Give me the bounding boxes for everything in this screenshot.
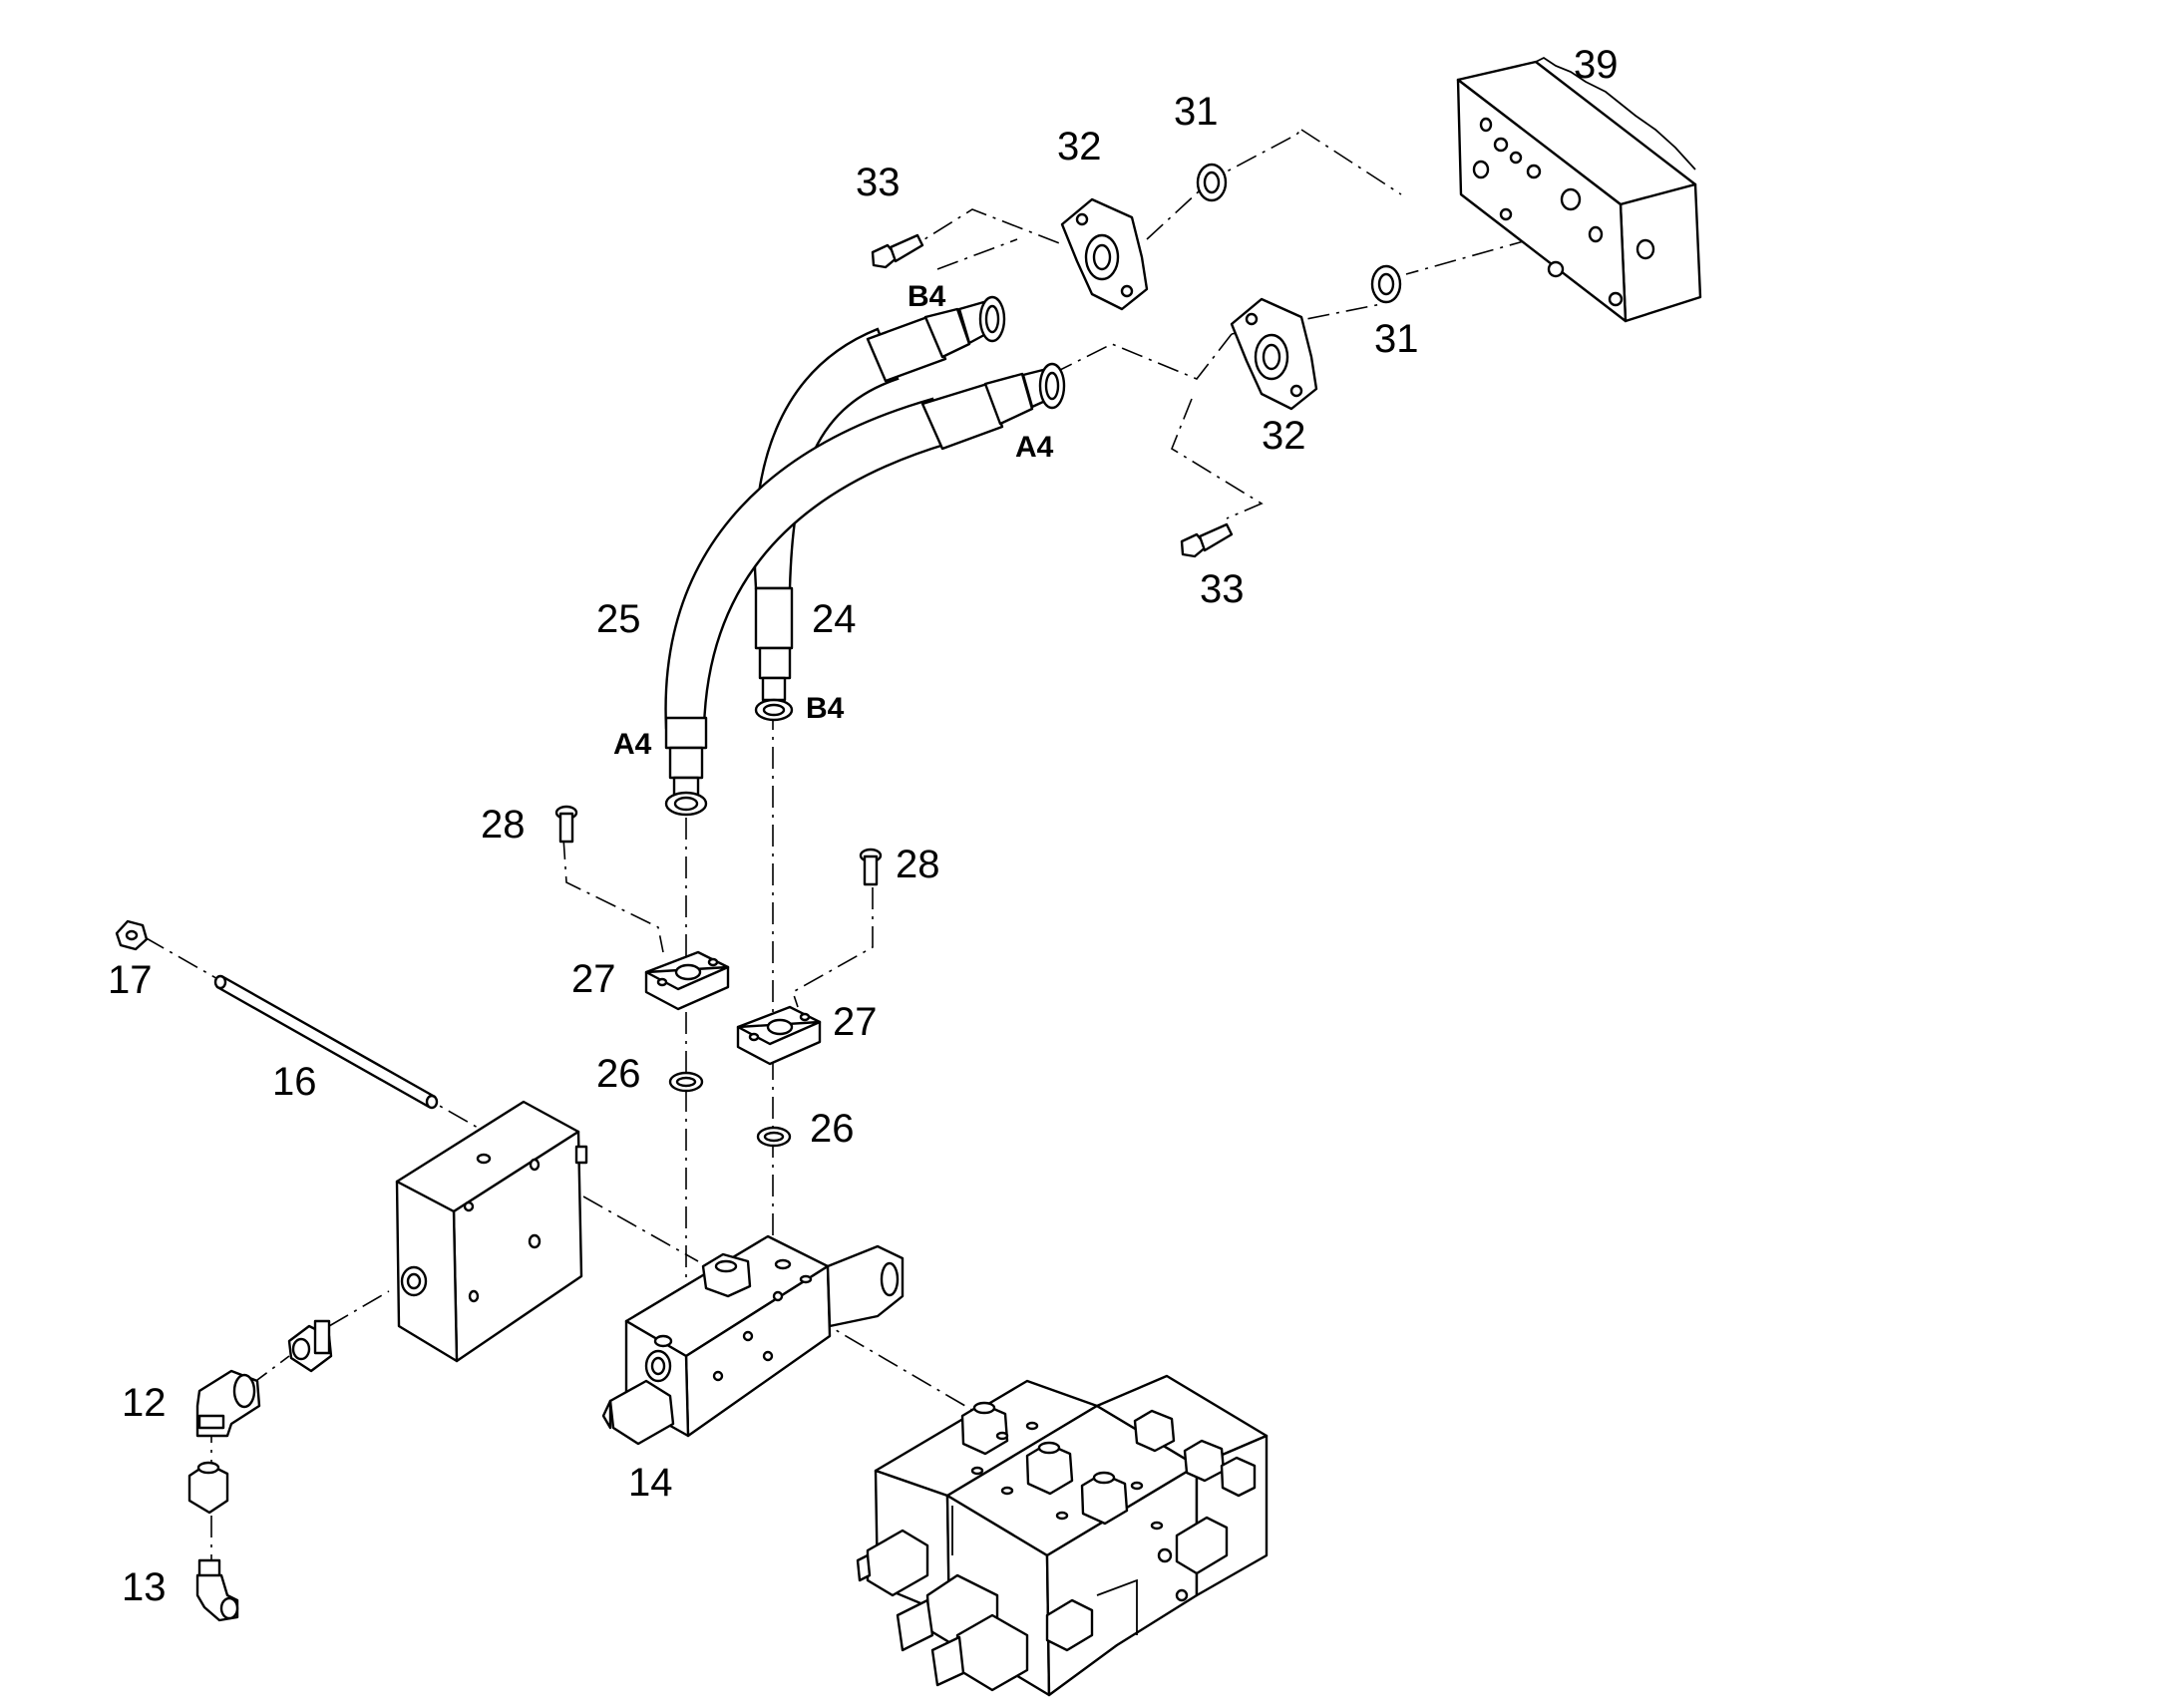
port-labels: B4 A4 A4 B4 (613, 280, 1054, 761)
connector-fitting (287, 1319, 333, 1373)
callout-14: 14 (628, 1461, 673, 1505)
flange-half-27-right (736, 1005, 822, 1066)
valve-block-left (395, 1100, 588, 1363)
port-label-b4-bottom: B4 (806, 692, 845, 725)
o-ring-31-upper (1196, 163, 1228, 202)
port-label-a4-bottom: A4 (613, 728, 652, 761)
callout-33-upper: 33 (856, 161, 901, 204)
mounting-plate-39 (1456, 56, 1702, 323)
callout-31-upper: 31 (1174, 90, 1219, 134)
screw-33-upper (871, 233, 924, 269)
split-flange-32-upper (1060, 197, 1149, 311)
screw-33-lower (1180, 522, 1234, 558)
callout-32-lower: 32 (1262, 414, 1306, 458)
elbow-fitting-13 (195, 1558, 239, 1622)
o-ring-31-lower (1370, 264, 1402, 304)
port-label-a4-top: A4 (1015, 431, 1054, 464)
callout-32-upper: 32 (1057, 125, 1102, 169)
elbow-fitting-12 (195, 1369, 261, 1438)
callout-31-lower: 31 (1374, 317, 1419, 361)
callout-39: 39 (1574, 43, 1619, 87)
callout-25: 25 (596, 597, 641, 641)
assembly-center-lines (144, 129, 1532, 1560)
callout-27-right: 27 (833, 1000, 878, 1044)
callout-17: 17 (108, 958, 153, 1002)
valve-body-14 (601, 1234, 905, 1446)
port-label-b4-top: B4 (908, 280, 946, 313)
callout-12: 12 (122, 1381, 167, 1425)
screw-28-left (554, 805, 578, 844)
split-flange-32-lower (1230, 297, 1318, 411)
callout-26-right: 26 (810, 1107, 855, 1151)
callout-16: 16 (272, 1060, 317, 1104)
o-ring-26-left (668, 1071, 704, 1093)
adapter-fitting (187, 1461, 229, 1515)
callout-labels: 39 31 31 32 32 33 33 25 24 28 28 27 27 2… (108, 43, 1619, 1609)
callout-28-right: 28 (896, 843, 940, 886)
tie-rod-16 (213, 974, 439, 1110)
control-valve-bank (856, 1374, 1269, 1697)
nut-17 (115, 919, 149, 951)
screw-28-right (859, 848, 883, 886)
callout-26-left: 26 (596, 1052, 641, 1096)
callout-27-left: 27 (571, 957, 616, 1001)
hose-25 (664, 362, 1066, 817)
callout-13: 13 (122, 1565, 167, 1609)
o-ring-26-right (756, 1126, 792, 1148)
callout-28-left: 28 (481, 803, 526, 847)
callout-24: 24 (812, 597, 857, 641)
callout-33-lower: 33 (1200, 567, 1245, 611)
flange-half-27-left (644, 950, 730, 1011)
